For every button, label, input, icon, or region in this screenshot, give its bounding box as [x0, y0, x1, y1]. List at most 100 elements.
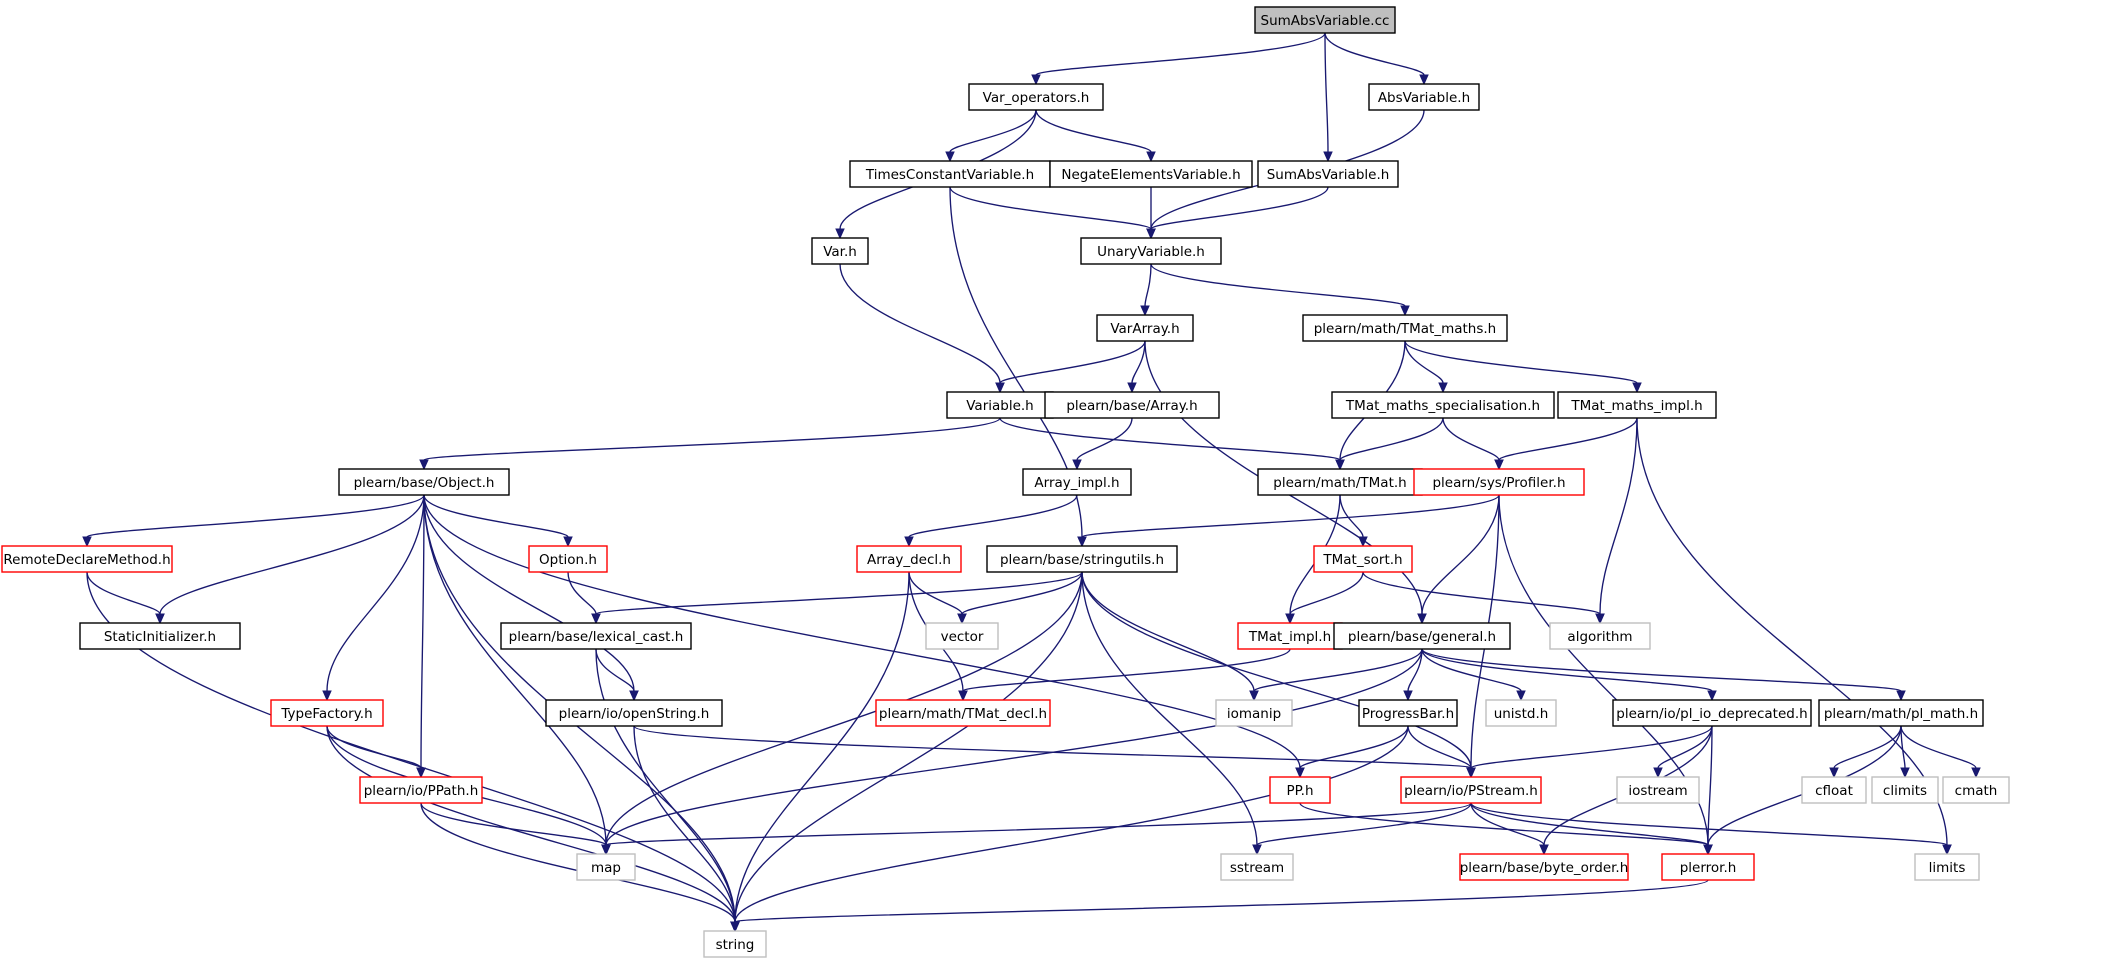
node-box-object[interactable] — [338, 468, 510, 496]
node-label-option: Option.h — [539, 552, 597, 568]
node-box-negate[interactable] — [1049, 160, 1253, 188]
edge-object-to-openstring — [423, 494, 635, 692]
node-pl_math[interactable]: plearn/math/pl_math.h — [1818, 699, 1984, 727]
node-pl_io_dep[interactable]: plearn/io/pl_io_deprecated.h — [1612, 699, 1812, 727]
node-box-pstream[interactable] — [1400, 776, 1542, 804]
edge-stringutils-to-sstream — [1081, 571, 1258, 846]
node-profiler[interactable]: plearn/sys/Profiler.h — [1413, 468, 1585, 496]
node-box-tmat_maths[interactable] — [1302, 314, 1508, 342]
node-vararray[interactable]: VarArray.h — [1096, 314, 1194, 342]
node-lexical[interactable]: plearn/base/lexical_cast.h — [500, 622, 692, 650]
node-remote[interactable]: RemoteDeclareMethod.h — [1, 545, 173, 573]
node-tmat_sort[interactable]: TMat_sort.h — [1313, 545, 1413, 573]
node-tmat_decl[interactable]: plearn/math/TMat_decl.h — [875, 699, 1051, 727]
node-box-sumabs_h[interactable] — [1257, 160, 1399, 188]
node-progressbar[interactable]: ProgressBar.h — [1358, 699, 1458, 727]
node-label-tmat_impl_m: TMat_maths_impl.h — [1570, 398, 1702, 414]
node-tmat_spec[interactable]: TMat_maths_specialisation.h — [1331, 391, 1555, 419]
node-base_array[interactable]: plearn/base/Array.h — [1044, 391, 1220, 419]
node-staticinit[interactable]: StaticInitializer.h — [79, 622, 241, 650]
node-label-pl_math: plearn/math/pl_math.h — [1824, 706, 1978, 722]
node-box-root[interactable] — [1254, 6, 1396, 34]
node-box-tmat_sort[interactable] — [1313, 545, 1413, 573]
node-box-array_impl[interactable] — [1022, 468, 1132, 496]
node-box-lexical[interactable] — [500, 622, 692, 650]
node-box-option[interactable] — [528, 545, 608, 573]
arrowhead-pstream-to-byteorder — [1539, 844, 1549, 856]
node-box-pl_math[interactable] — [1818, 699, 1984, 727]
node-unary[interactable]: UnaryVariable.h — [1080, 237, 1222, 265]
node-sumabs_h[interactable]: SumAbsVariable.h — [1257, 160, 1399, 188]
node-box-profiler[interactable] — [1413, 468, 1585, 496]
arrowhead-unary-to-vararray — [1140, 305, 1150, 317]
node-varops[interactable]: Var_operators.h — [968, 83, 1104, 111]
node-array_impl[interactable]: Array_impl.h — [1022, 468, 1132, 496]
node-pstream[interactable]: plearn/io/PStream.h — [1400, 776, 1542, 804]
node-sstream: sstream — [1220, 853, 1294, 881]
node-box-progressbar[interactable] — [1358, 699, 1458, 727]
node-ppath[interactable]: plearn/io/PPath.h — [359, 776, 483, 804]
node-general[interactable]: plearn/base/general.h — [1333, 622, 1511, 650]
edge-varops-to-timesconst — [949, 109, 1037, 153]
node-label-absvar: AbsVariable.h — [1378, 90, 1470, 106]
node-openstring[interactable]: plearn/io/openString.h — [545, 699, 723, 727]
node-stringutils[interactable]: plearn/base/stringutils.h — [986, 545, 1178, 573]
node-box-openstring[interactable] — [545, 699, 723, 727]
node-byteorder[interactable]: plearn/base/byte_order.h — [1459, 853, 1629, 881]
node-box-pl_io_dep[interactable] — [1612, 699, 1812, 727]
node-box-absvar[interactable] — [1368, 83, 1480, 111]
node-box-ppath[interactable] — [359, 776, 483, 804]
edge-array_decl-to-string — [734, 571, 910, 923]
arrowhead-general-to-unistd — [1516, 690, 1526, 702]
node-root[interactable]: SumAbsVariable.cc — [1254, 6, 1396, 34]
node-box-array_decl[interactable] — [856, 545, 962, 573]
edge-profiler-to-general — [1421, 494, 1500, 615]
node-box-tmat_spec[interactable] — [1331, 391, 1555, 419]
node-box-unary[interactable] — [1080, 237, 1222, 265]
node-box-base_array[interactable] — [1044, 391, 1220, 419]
node-box-tmat_h[interactable] — [1257, 468, 1423, 496]
arrowhead-profiler-to-stringutils — [1077, 536, 1087, 548]
node-box-staticinit[interactable] — [79, 622, 241, 650]
node-box-general[interactable] — [1333, 622, 1511, 650]
arrowhead-tmat_sort-to-algorithm — [1595, 613, 1605, 625]
node-label-var_h: Var.h — [823, 244, 857, 260]
node-label-tmat_maths: plearn/math/TMat_maths.h — [1314, 321, 1497, 337]
node-var_h[interactable]: Var.h — [811, 237, 869, 265]
node-tmat_impl_m[interactable]: TMat_maths_impl.h — [1557, 391, 1717, 419]
edge-pl_io_dep-to-plerror — [1707, 725, 1713, 846]
node-box-stringutils[interactable] — [986, 545, 1178, 573]
arrowhead-varops-to-var_h — [835, 228, 845, 240]
node-typefactory[interactable]: TypeFactory.h — [270, 699, 384, 727]
node-pp[interactable]: PP.h — [1269, 776, 1331, 804]
node-box-remote[interactable] — [1, 545, 173, 573]
node-variable[interactable]: Variable.h — [946, 391, 1054, 419]
node-array_decl[interactable]: Array_decl.h — [856, 545, 962, 573]
node-absvar[interactable]: AbsVariable.h — [1368, 83, 1480, 111]
node-tmat_h[interactable]: plearn/math/TMat.h — [1257, 468, 1423, 496]
node-box-vararray[interactable] — [1096, 314, 1194, 342]
node-box-plerror[interactable] — [1661, 853, 1755, 881]
node-box-timesconst[interactable] — [849, 160, 1051, 188]
node-label-iostream: iostream — [1628, 783, 1687, 799]
node-box-tmat_decl[interactable] — [875, 699, 1051, 727]
node-tmat_maths[interactable]: plearn/math/TMat_maths.h — [1302, 314, 1508, 342]
node-box-tmat_impl_m[interactable] — [1557, 391, 1717, 419]
node-option[interactable]: Option.h — [528, 545, 608, 573]
node-box-varops[interactable] — [968, 83, 1104, 111]
node-box-byteorder[interactable] — [1459, 853, 1629, 881]
edge-typefactory-to-ppath — [326, 725, 422, 769]
node-timesconst[interactable]: TimesConstantVariable.h — [849, 160, 1051, 188]
node-object[interactable]: plearn/base/Object.h — [338, 468, 510, 496]
node-box-var_h[interactable] — [811, 237, 869, 265]
node-label-timesconst: TimesConstantVariable.h — [865, 167, 1034, 183]
arrowhead-object-to-option — [563, 536, 573, 548]
node-box-variable[interactable] — [946, 391, 1054, 419]
node-box-pp[interactable] — [1269, 776, 1331, 804]
node-negate[interactable]: NegateElementsVariable.h — [1049, 160, 1253, 188]
node-box-typefactory[interactable] — [270, 699, 384, 727]
edge-ppath-to-map — [420, 802, 607, 846]
edge-pstream-to-sstream — [1256, 802, 1472, 846]
node-plerror[interactable]: plerror.h — [1661, 853, 1755, 881]
node-tmat_impl[interactable]: TMat_impl.h — [1237, 622, 1343, 650]
